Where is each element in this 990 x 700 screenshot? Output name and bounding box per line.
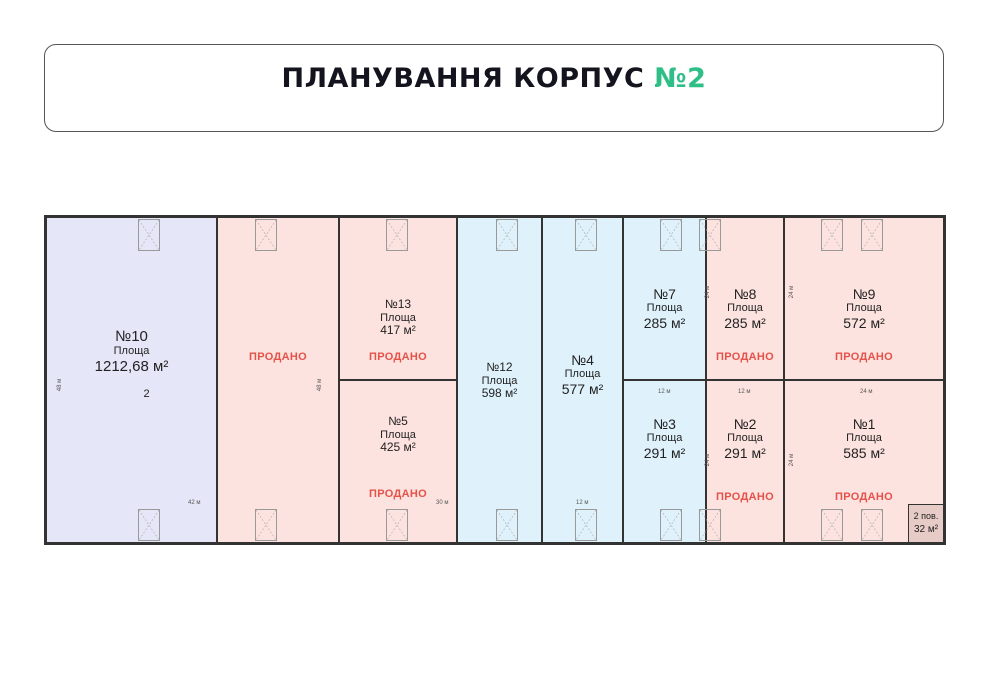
area-label: Площа (646, 302, 683, 315)
gate-icon (660, 509, 682, 541)
dimension-label: 12 м (576, 500, 589, 506)
gate-icon (255, 509, 277, 541)
sold-label: ПРОДАНО (716, 491, 774, 503)
unit-area: 291 м² (643, 444, 686, 461)
gate-icon (821, 509, 843, 541)
unit-number: №2 (733, 416, 757, 432)
unit-number: №7 (653, 286, 676, 302)
area-label: Площа (727, 432, 763, 445)
gate-icon (575, 509, 597, 541)
unit-area: 572 м² (843, 314, 885, 331)
unit-number: №9 (852, 286, 876, 302)
unit-area: 585 м² (843, 444, 885, 461)
unit-area: 577 м² (561, 380, 604, 397)
unit-area: 417 м² (380, 323, 416, 338)
unit-number: №12 (486, 360, 513, 374)
unit-number: №1 (852, 416, 876, 432)
mezzanine-floor: 2 пов. (913, 511, 939, 521)
dimension-label: 12 м (738, 389, 751, 395)
sold-label: ПРОДАНО (716, 351, 774, 363)
dimension-label: 24 м (705, 285, 712, 299)
gate-icon (821, 219, 843, 251)
sold-label: ПРОДАНО (369, 488, 427, 500)
area-label: Площа (564, 368, 601, 381)
unit-sold[interactable]: ПРОДАНО (217, 217, 339, 543)
area-label: Площа (481, 374, 518, 387)
unit-number: №8 (733, 286, 757, 302)
dimension-label: 24 м (705, 453, 712, 467)
sold-label: ПРОДАНО (369, 351, 427, 363)
unit-area: 291 м² (724, 444, 766, 461)
mezzanine-unit[interactable]: 2 пов. 32 м² (908, 504, 944, 543)
gate-icon (660, 219, 682, 251)
gate-icon (138, 219, 160, 251)
unit-number: №5 (388, 414, 408, 428)
unit-area: 425 м² (380, 440, 416, 455)
unit-note: 2 (143, 388, 150, 400)
unit-area: 285 м² (724, 314, 766, 331)
gate-icon (255, 219, 277, 251)
dimension-label: 24 м (789, 453, 796, 467)
sold-label: ПРОДАНО (249, 351, 307, 363)
gate-icon (386, 219, 408, 251)
area-label: Площа (846, 432, 882, 445)
unit-area: 1212,68 м² (94, 357, 169, 375)
page-title: ПЛАНУВАННЯ КОРПУС №2 (45, 63, 943, 94)
unit-number: №3 (653, 416, 676, 432)
unit-area: 285 м² (643, 314, 686, 331)
gate-icon (861, 219, 883, 251)
dimension-label: 48 м (317, 378, 324, 392)
dimension-label: 42 м (188, 500, 201, 506)
unit-number: №4 (571, 352, 594, 368)
unit-number: №10 (115, 328, 148, 345)
unit-number: №13 (384, 297, 412, 311)
dimension-label: 24 м (860, 389, 873, 395)
dimension-label: 48 м (57, 378, 64, 392)
sold-label: ПРОДАНО (835, 351, 893, 363)
area-label: Площа (113, 345, 150, 358)
dimension-label: 24 м (789, 285, 796, 299)
title-accent: №2 (654, 63, 707, 94)
gate-icon (575, 219, 597, 251)
area-label: Площа (380, 428, 416, 441)
gate-icon (861, 509, 883, 541)
dimension-label: 12 м (658, 389, 671, 395)
gate-icon (699, 219, 721, 251)
area-label: Площа (846, 302, 882, 315)
title-main: ПЛАНУВАННЯ КОРПУС (281, 63, 645, 94)
area-label: Площа (646, 432, 683, 445)
gate-icon (496, 219, 518, 251)
area-label: Площа (727, 302, 763, 315)
sold-label: ПРОДАНО (835, 491, 893, 503)
dimension-label: 30 м (436, 500, 449, 506)
gate-icon (386, 509, 408, 541)
area-label: Площа (380, 311, 416, 324)
gate-icon (699, 509, 721, 541)
gate-icon (138, 509, 160, 541)
gate-icon (496, 509, 518, 541)
unit-area: 598 м² (481, 386, 518, 401)
mezzanine-area: 32 м² (913, 523, 939, 535)
title-banner: ПЛАНУВАННЯ КОРПУС №2 (44, 44, 944, 132)
